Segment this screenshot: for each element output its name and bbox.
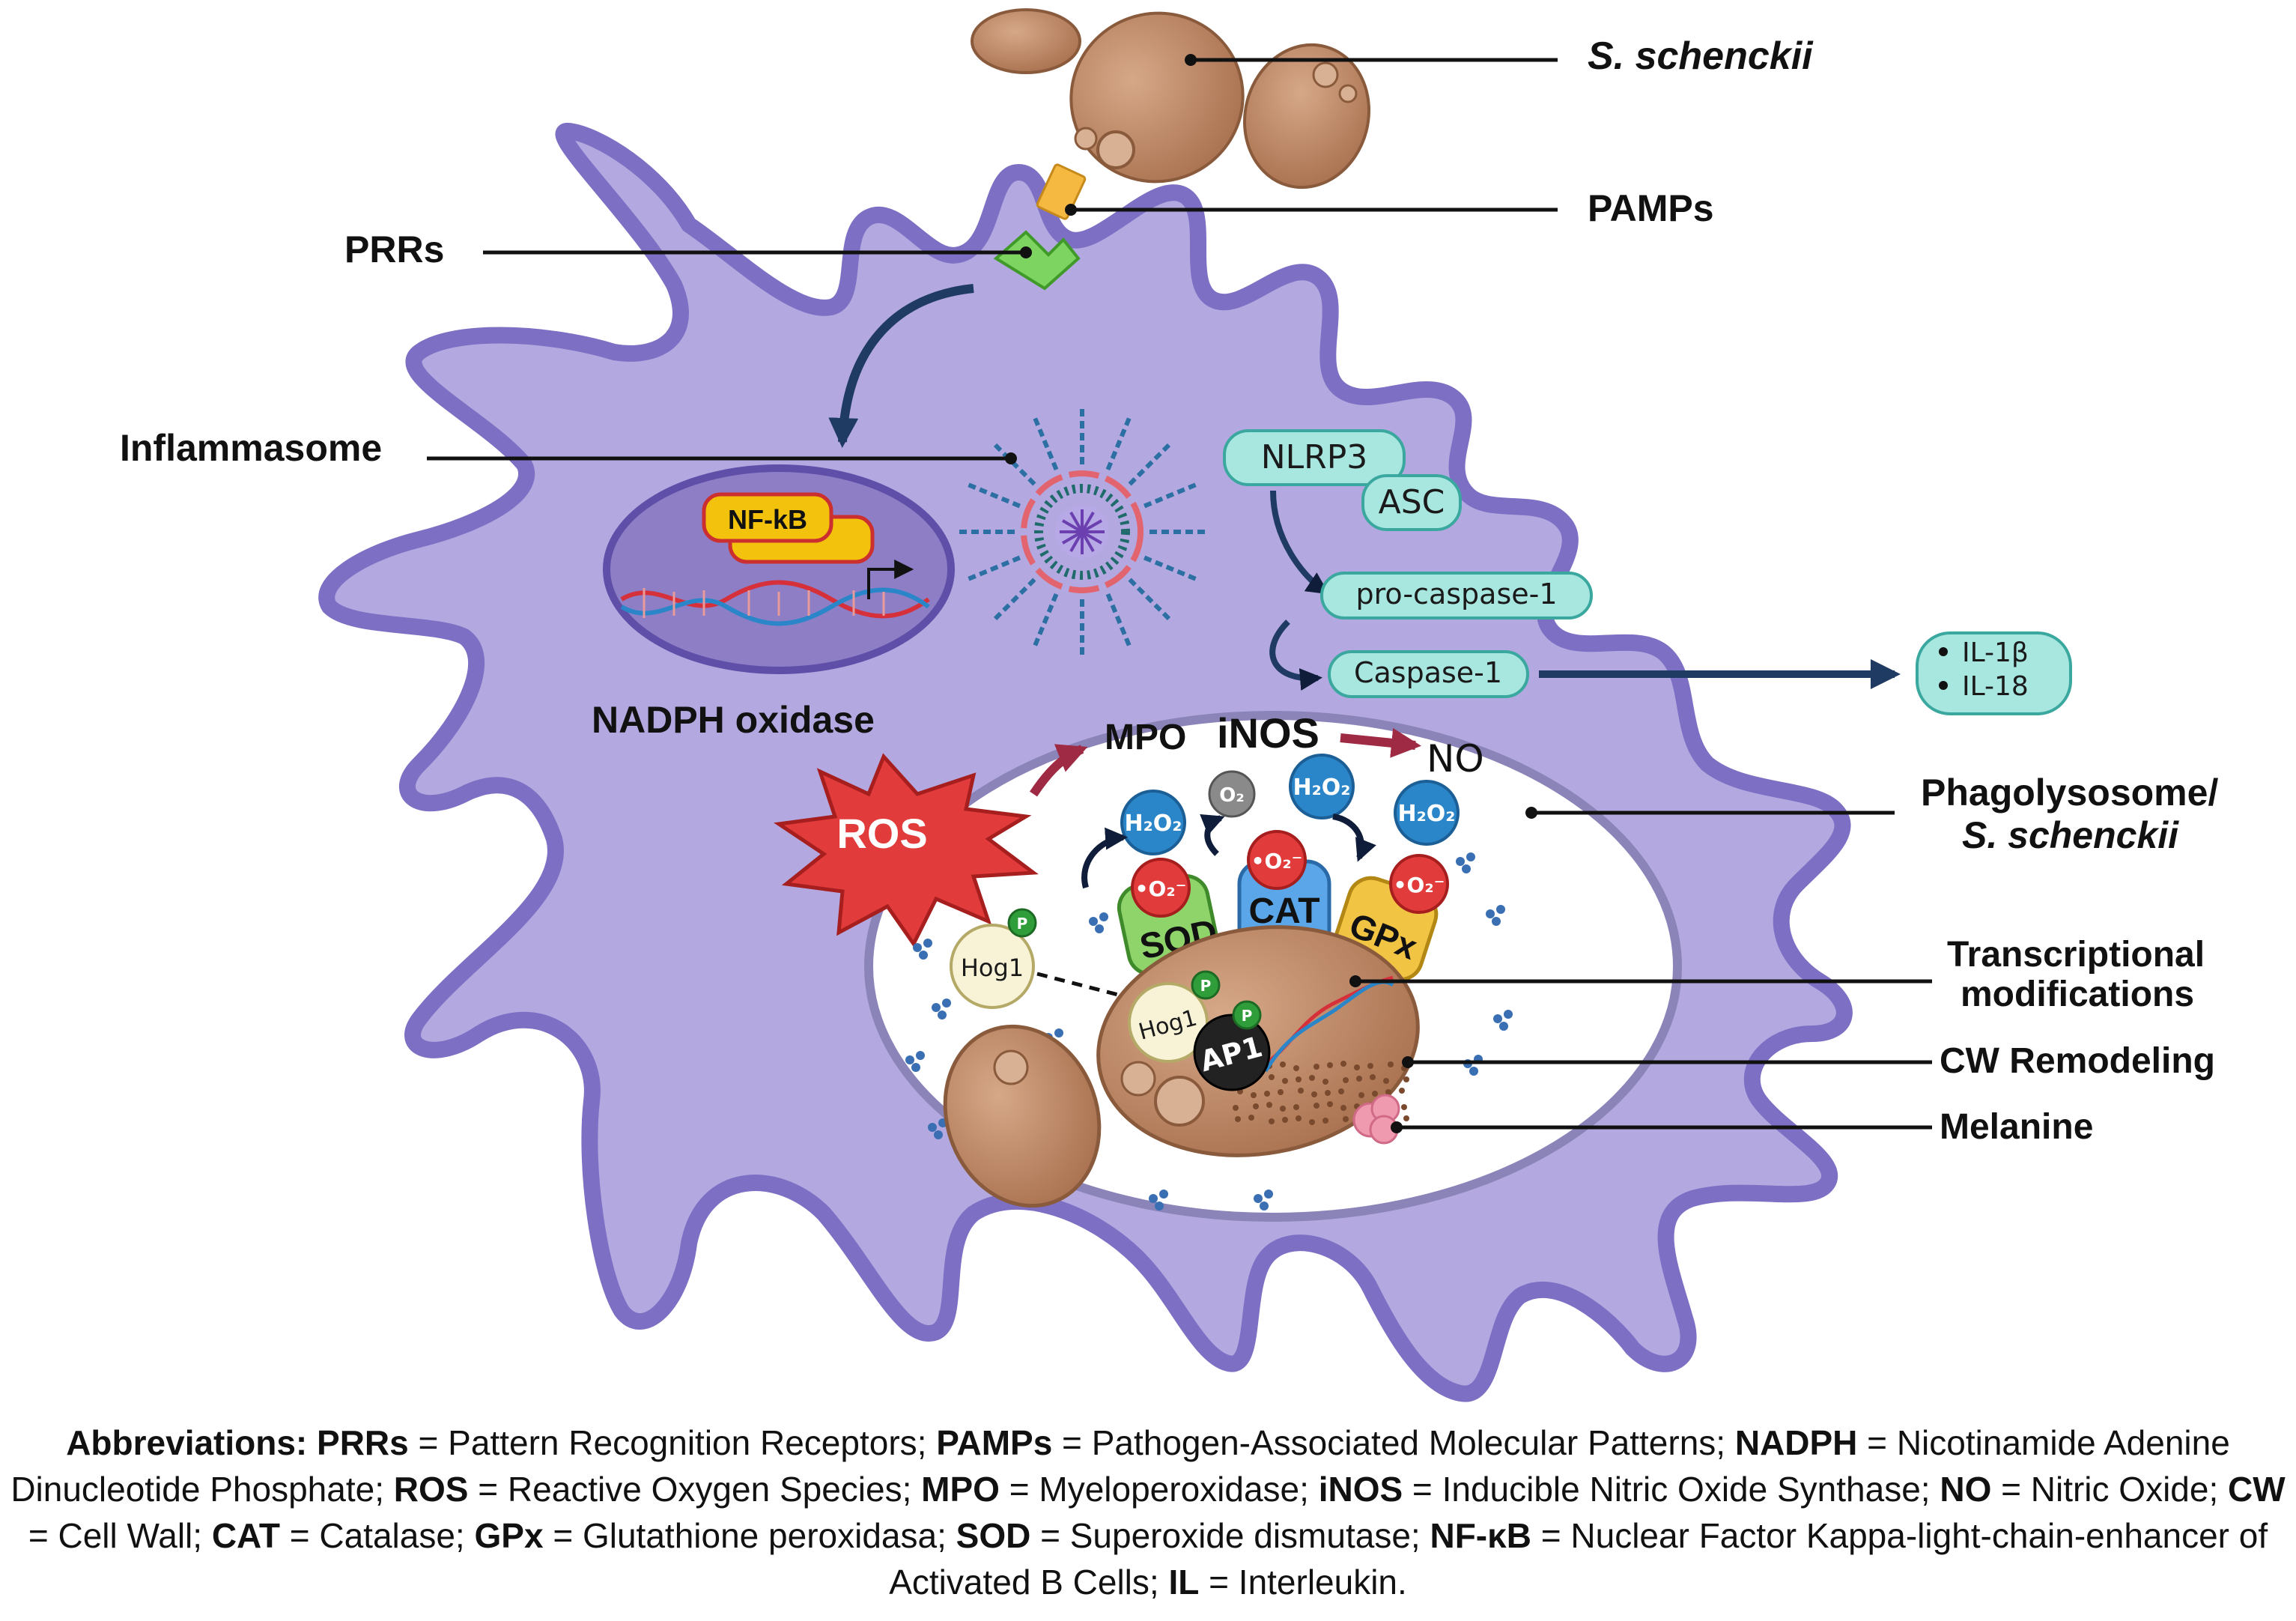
- abbreviation-term: SOD: [956, 1516, 1031, 1555]
- abbreviation-definition: = Cell Wall;: [28, 1516, 212, 1555]
- pro-caspase-pill: pro-caspase-1: [1320, 572, 1593, 619]
- abbreviations-legend: Abbreviations: PRRs = Pattern Recognitio…: [0, 1419, 2296, 1614]
- abbreviation-definition: = Superoxide dismutase;: [1030, 1516, 1430, 1555]
- cat-to-o2-arrow: [1200, 814, 1225, 856]
- hog1-free: Hog1 P: [950, 908, 1037, 1009]
- inos-label: iNOS: [1217, 709, 1319, 757]
- abbreviation-term: PAMPs: [936, 1423, 1053, 1462]
- extracellular-yeast-group: [971, 8, 1371, 190]
- svg-text:pro-caspase-1: pro-caspase-1: [1355, 578, 1557, 610]
- svg-text:•O₂⁻: •O₂⁻: [1251, 849, 1303, 873]
- abbreviation-definition: = Nicotinamide Adenine Dinucleotide Phos…: [10, 1423, 2230, 1509]
- h2o2-molecule: H₂O₂: [1394, 780, 1460, 846]
- abbreviation-definition: = Pathogen-Associated Molecular Patterns…: [1052, 1423, 1735, 1462]
- gpx-enzyme: GPx •O₂⁻: [1332, 854, 1449, 982]
- il1b-label: IL-1β: [1962, 637, 2029, 668]
- abbreviation-term: GPx: [474, 1516, 544, 1555]
- svg-text:P: P: [1242, 1007, 1253, 1025]
- prr-signal-arrow: [828, 284, 974, 448]
- caspase-pill: Caspase-1: [1328, 650, 1529, 698]
- pathogen-label: S. schenckii: [1588, 34, 1814, 78]
- mpo-label: MPO: [1105, 718, 1186, 757]
- svg-text:Caspase-1: Caspase-1: [1354, 656, 1502, 689]
- abbreviation-definition: = Myeloperoxidase;: [999, 1470, 1319, 1509]
- abbreviation-term: CW: [2228, 1470, 2286, 1509]
- phagolysosome-label-2: S. schenckii: [1962, 814, 2179, 856]
- engulfed-yeast: Hog1 P AP1 P: [1096, 925, 1420, 1157]
- il18-label: IL-18: [1962, 671, 2029, 702]
- procaspase-to-caspase-arrow: [1269, 619, 1322, 691]
- nadph-oxidase-label: NADPH oxidase: [592, 699, 875, 741]
- abbreviation-term: ROS: [393, 1470, 469, 1509]
- svg-text:H₂O₂: H₂O₂: [1125, 810, 1182, 837]
- svg-text:CAT: CAT: [1248, 891, 1319, 931]
- abbreviation-definition: = Nuclear Factor Kappa-light-chain-enhan…: [889, 1516, 2268, 1602]
- abbreviation-term: IL: [1168, 1563, 1200, 1602]
- h2o2-molecule: H₂O₂: [1289, 754, 1355, 819]
- abbreviation-term: NO: [1940, 1470, 1992, 1509]
- ros-to-mpo-arrow: [1030, 744, 1088, 797]
- ros-label: ROS: [836, 810, 927, 857]
- abbreviation-definition: = Inducible Nitric Oxide Synthase;: [1403, 1470, 1940, 1509]
- interleukin-box: IL-1β IL-18: [1916, 631, 2072, 715]
- transcriptional-label: Transcriptional: [1947, 935, 2205, 975]
- leader-lines: [427, 58, 1932, 1130]
- cat-to-h2o2-arrow: [1332, 813, 1376, 862]
- nfkb-label: NF-kB: [728, 504, 807, 535]
- svg-text:Hog1: Hog1: [961, 954, 1024, 982]
- melanin-granule: [1352, 1094, 1400, 1145]
- cw-remodeling-label: CW Remodeling: [1940, 1041, 2215, 1081]
- inflammasome-complex: [955, 405, 1209, 659]
- melanine-label: Melanine: [1940, 1107, 2093, 1147]
- svg-text:•O₂⁻: •O₂⁻: [1394, 873, 1445, 897]
- svg-text:NLRP3: NLRP3: [1261, 438, 1368, 476]
- abbreviations-heading: Abbreviations:: [66, 1423, 318, 1462]
- svg-text:•O₂⁻: •O₂⁻: [1135, 876, 1187, 901]
- no-label: NO: [1427, 737, 1484, 781]
- h2o2-molecule: H₂O₂: [1120, 790, 1186, 855]
- abbreviation-definition: = Interleukin.: [1199, 1563, 1407, 1602]
- transcriptional-label-2: modifications: [1961, 975, 2194, 1014]
- transcription-start-arrow: [867, 560, 914, 599]
- prr-receptor: [993, 230, 1081, 291]
- vesicle-dots: [905, 852, 1513, 1211]
- abbreviation-definition: = Glutathione peroxidasa;: [543, 1516, 956, 1555]
- sporothrix-macrophage-diagram: NF-kB NLRP3 ASC pro-caspase-1 Caspase-1 …: [120, 8, 2218, 1402]
- svg-text:O₂: O₂: [1219, 784, 1245, 807]
- inos-to-no-arrow: [1340, 727, 1421, 758]
- abbreviation-term: iNOS: [1318, 1470, 1403, 1509]
- nlrp3-to-procaspase-arrow: [1270, 490, 1329, 595]
- svg-text:H₂O₂: H₂O₂: [1398, 801, 1456, 827]
- prrs-label: PRRs: [344, 228, 444, 270]
- nucleus: NF-kB: [603, 464, 955, 674]
- abbreviation-definition: = Pattern Recognition Receptors;: [408, 1423, 937, 1462]
- abbreviation-term: MPO: [921, 1470, 1000, 1509]
- svg-text:P: P: [1200, 977, 1212, 995]
- abbreviation-definition: = Nitric Oxide;: [1991, 1470, 2229, 1509]
- o2-molecule: O₂: [1208, 770, 1256, 818]
- abbreviation-term: NADPH: [1734, 1423, 1858, 1462]
- nfkb-front: [702, 492, 833, 543]
- engulfed-yeast-small: [943, 1024, 1102, 1208]
- phagolysosome-label: Phagolysosome/: [1921, 772, 2218, 813]
- abbreviation-term: NF-κB: [1430, 1516, 1531, 1555]
- asc-pill: ASC: [1361, 474, 1462, 531]
- abbreviation-term: CAT: [211, 1516, 280, 1555]
- inflammasome-label: Inflammasome: [120, 427, 382, 469]
- abbreviation-definition: = Reactive Oxygen Species;: [468, 1470, 922, 1509]
- svg-text:H₂O₂: H₂O₂: [1293, 775, 1351, 801]
- leader-dots: [1005, 54, 1537, 1133]
- pamps-label: PAMPs: [1588, 187, 1714, 229]
- abbreviation-term: PRRs: [317, 1423, 409, 1462]
- svg-text:ASC: ASC: [1379, 483, 1445, 521]
- sod-to-h2o2-arrow: [1081, 827, 1128, 889]
- nlrp3-pill: NLRP3: [1223, 429, 1406, 486]
- svg-text:P: P: [1017, 915, 1028, 933]
- ros-burst: [774, 753, 1039, 948]
- abbreviation-definition: = Catalase;: [279, 1516, 475, 1555]
